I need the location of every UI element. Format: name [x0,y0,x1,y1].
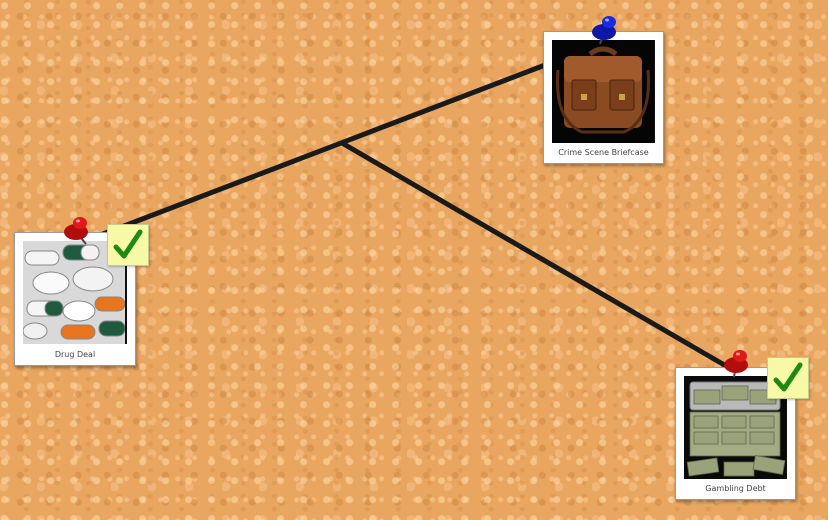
string-junction-to-gambling-debt [339,140,736,373]
evidence-caption: Gambling Debt [705,484,766,493]
check-note-drug-deal [107,224,149,266]
string-drug-deal-to-briefcase [87,41,603,242]
check-note-gambling-debt [767,357,809,399]
blue-pushpin-icon [592,16,616,45]
check-mark-icon [773,362,803,392]
check-mark-icon [113,229,143,259]
evidence-caption: Drug Deal [54,350,96,359]
evidence-caption: Crime Scene Briefcase [558,148,649,157]
briefcase-icon [552,40,655,143]
red-pushpin-icon [724,350,748,378]
evidence-card-briefcase[interactable]: Crime Scene Briefcase [543,31,664,164]
red-pushpin-icon [64,217,88,245]
